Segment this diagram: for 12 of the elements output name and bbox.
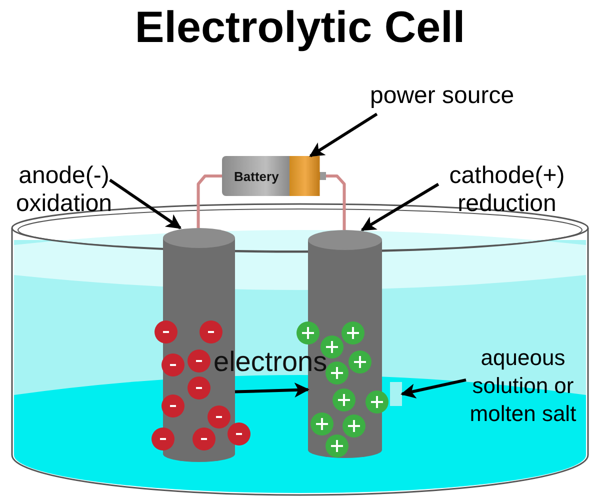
callout-label: power source [370,82,542,114]
electrolyte-liquid [390,382,402,406]
arrow [309,112,378,158]
title: Electrolytic Cell [134,2,466,54]
arrow [109,178,182,230]
wire [196,174,222,228]
wire [326,174,346,230]
callout-label: cathode(+) reduction [434,162,580,222]
battery: Battery [222,156,326,196]
callout-label: anode(-) oxidation [2,162,126,222]
arrow [360,182,440,232]
arrow [234,382,310,398]
